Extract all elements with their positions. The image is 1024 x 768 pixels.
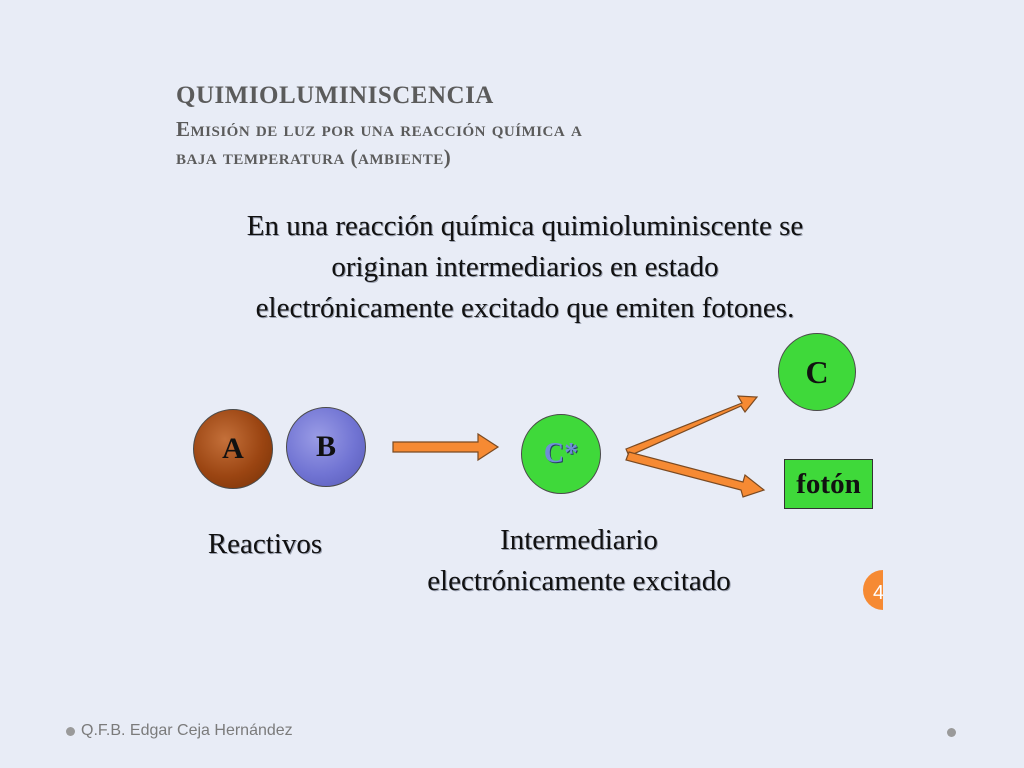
label-reactants: Reactivos [207,528,323,560]
intermediate-circle: C* [521,414,601,494]
label-intermediate-line1: Intermediario [500,524,658,556]
footer: Q.F.B. Edgar Ceja Hernández [66,722,293,740]
arrow-reactants-to-intermediate [392,432,500,462]
body-line3: electrónicamente excitado que emiten fot… [255,292,795,324]
footer-bullet-right-icon [947,728,956,737]
slide-body: En una reacción química quimioluminiscen… [190,206,860,329]
footer-author: Q.F.B. Edgar Ceja Hernández [81,722,293,739]
arrow-to-product [625,395,759,457]
reactant-a-circle: A [193,409,273,489]
label-intermediate: Intermediario electrónicamente excitado [386,520,772,602]
body-line1: En una reacción química quimioluminiscen… [246,210,804,242]
page-number-clip [883,560,913,620]
footer-bullet-icon [66,726,75,736]
arrow-to-photon [625,451,766,498]
body-line2: originan intermediarios en estado [331,251,719,283]
title-subtitle-line1: Emisión de luz por una reacción química … [176,117,583,141]
product-circle: C [778,333,856,411]
label-intermediate-line2: electrónicamente excitado [427,565,731,597]
photon-box: fotón [784,459,873,509]
slide-title: QUIMIOLUMINISCENCIA Emisión de luz por u… [176,80,896,174]
page-number-fragment: 4 [873,582,885,604]
title-subtitle-line2: baja temperatura (ambiente) [176,145,452,169]
reactant-b-circle: B [286,407,366,487]
title-main: QUIMIOLUMINISCENCIA [176,82,494,109]
